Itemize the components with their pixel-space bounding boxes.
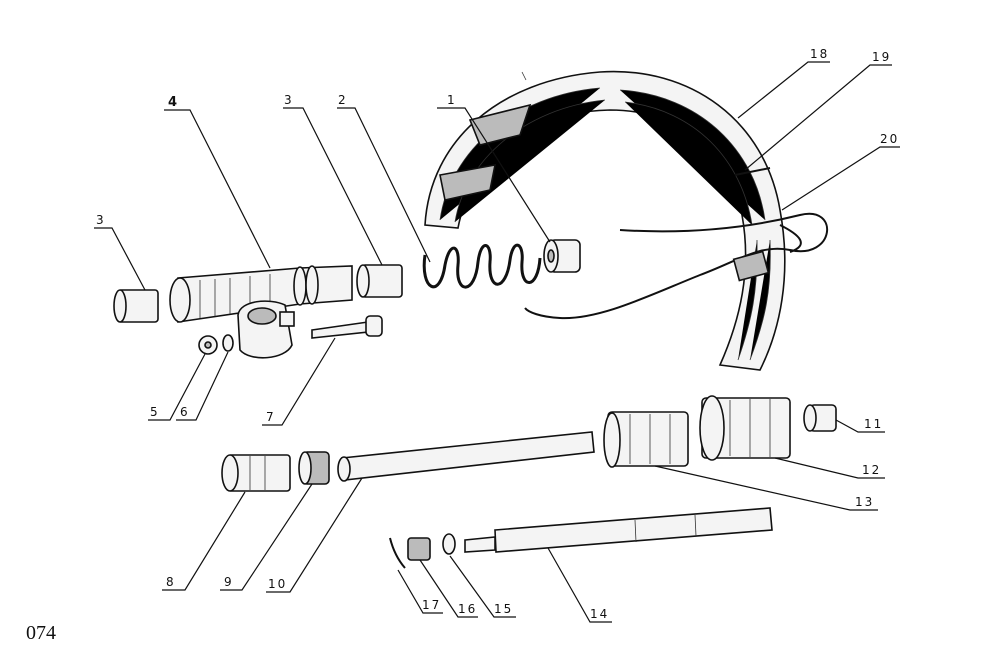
- nut: [198, 335, 218, 355]
- page-number: 074: [26, 622, 56, 644]
- callout-7: 7: [266, 410, 276, 424]
- guide-sleeve: [603, 411, 689, 468]
- callout-2: 2: [338, 93, 348, 107]
- callout-15: 15: [494, 602, 513, 616]
- callout-6: 6: [180, 405, 190, 419]
- washer-small: [442, 533, 456, 555]
- callout-4: 4: [168, 95, 179, 110]
- callout-3-left: 3: [96, 213, 106, 227]
- nut-small: [407, 537, 431, 561]
- callout-11: 11: [864, 417, 883, 431]
- callout-1: 1: [447, 93, 457, 107]
- spindle: [464, 507, 773, 553]
- callout-18: 18: [810, 47, 829, 61]
- top-cap: [803, 404, 837, 432]
- split-pin: [389, 537, 406, 569]
- fork-tube: [169, 265, 353, 359]
- callout-8: 8: [166, 575, 176, 589]
- spring: [422, 243, 542, 289]
- callout-labels: 1 2 3 3 4 5 6 7 8 9 10 11 12 13 14 15 16…: [96, 47, 899, 621]
- mudguard: [424, 70, 786, 371]
- callout-10: 10: [268, 577, 287, 591]
- sleeve: [221, 454, 291, 492]
- callout-9: 9: [224, 575, 234, 589]
- callout-5: 5: [150, 405, 160, 419]
- callout-19: 19: [872, 50, 891, 64]
- washer: [222, 334, 234, 352]
- bush-upper: [356, 264, 403, 298]
- bush-left: [113, 289, 159, 323]
- callout-13: 13: [855, 495, 874, 509]
- callout-16: 16: [458, 602, 477, 616]
- spindle-nut: [543, 239, 581, 273]
- outer-sleeve: [699, 395, 791, 461]
- leader-lines: [94, 61, 900, 623]
- callout-17: 17: [422, 598, 441, 612]
- collar: [298, 451, 330, 485]
- callout-14: 14: [590, 607, 609, 621]
- inner-tube: [337, 431, 595, 482]
- callout-3-upper: 3: [284, 93, 294, 107]
- mudguard-stay: [524, 167, 828, 320]
- bolt: [311, 315, 383, 339]
- callout-20: 20: [880, 132, 899, 146]
- callout-12: 12: [862, 463, 881, 477]
